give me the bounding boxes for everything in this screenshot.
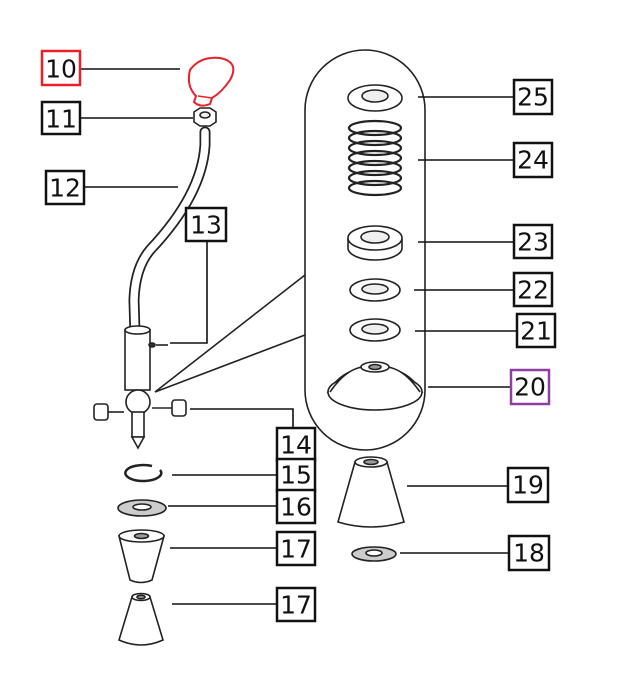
callout-14: 14 <box>275 426 317 463</box>
svg-text:20: 20 <box>514 373 546 402</box>
part-24-spring <box>347 119 403 197</box>
part-14-screws <box>93 399 187 421</box>
part-22-washer <box>349 278 401 302</box>
svg-text:24: 24 <box>517 146 549 175</box>
part-19-cone <box>337 456 405 528</box>
svg-text:25: 25 <box>517 83 549 112</box>
callout-12: 12 <box>44 169 86 206</box>
callout-22: 22 <box>512 271 554 308</box>
part-16-washer <box>117 499 167 517</box>
part-18-washer <box>351 546 397 562</box>
part-23-bushing <box>347 225 403 261</box>
part-20-dome <box>326 361 424 411</box>
svg-text:17: 17 <box>280 535 312 564</box>
callout-16: 16 <box>275 488 317 525</box>
part-21-washer <box>349 318 401 342</box>
callout-21: 21 <box>515 312 557 349</box>
svg-text:13: 13 <box>190 211 222 240</box>
svg-text:22: 22 <box>517 276 549 305</box>
svg-text:12: 12 <box>49 174 81 203</box>
svg-text:15: 15 <box>280 461 312 490</box>
part-17-cone-upper <box>117 529 166 584</box>
callout-23: 23 <box>512 223 554 260</box>
callout-15: 15 <box>275 457 317 493</box>
svg-text:19: 19 <box>512 471 544 500</box>
callout-13: 13 <box>184 206 228 243</box>
part-11-nut <box>193 107 217 127</box>
leader-lines <box>80 68 518 605</box>
svg-text:10: 10 <box>45 55 77 84</box>
part-17-cone-lower <box>118 592 164 646</box>
callout-17-lower: 17 <box>275 586 317 623</box>
detail-capsule <box>154 49 426 451</box>
callout-24: 24 <box>512 141 554 179</box>
callout-10: 10 <box>40 49 82 87</box>
svg-text:17: 17 <box>280 591 312 620</box>
shaft-lower-tube <box>124 325 156 450</box>
callout-19: 19 <box>506 466 550 504</box>
part-25-washer <box>347 84 403 112</box>
svg-text:11: 11 <box>45 105 77 134</box>
callout-20: 20 <box>509 368 551 406</box>
callout-17-upper: 17 <box>275 530 317 567</box>
part-10-knob <box>187 56 235 107</box>
part-12-shaft <box>128 126 211 341</box>
part-15-clip <box>124 463 163 483</box>
svg-text:21: 21 <box>520 317 552 346</box>
callout-11: 11 <box>40 100 82 136</box>
svg-text:16: 16 <box>280 493 312 522</box>
callout-18: 18 <box>507 534 551 572</box>
svg-text:14: 14 <box>280 431 312 460</box>
svg-text:23: 23 <box>517 228 549 257</box>
svg-text:18: 18 <box>513 539 545 568</box>
callout-25: 25 <box>512 78 554 116</box>
